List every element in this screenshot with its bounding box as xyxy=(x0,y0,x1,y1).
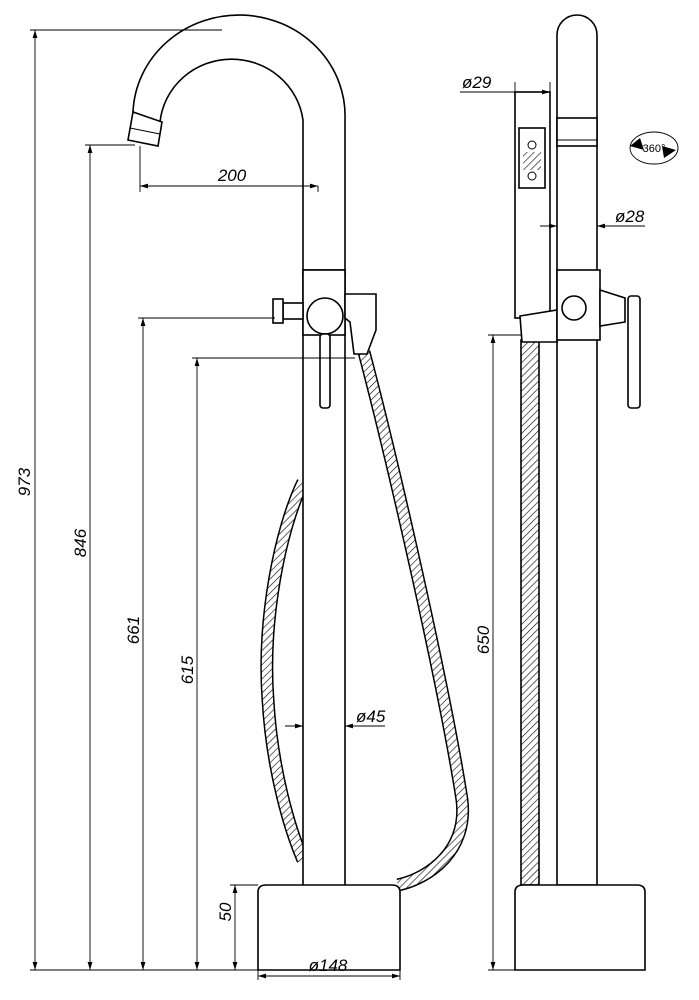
spout xyxy=(132,14,346,276)
dim-pole-diameter: ø45 xyxy=(356,707,386,726)
dim-side-pole-diameter: ø28 xyxy=(615,207,645,226)
side-pole xyxy=(556,14,598,886)
side-hose xyxy=(520,339,540,886)
svg-text:360°: 360° xyxy=(643,143,666,155)
hose-front xyxy=(260,350,470,892)
side-view: ø29 ø28 650 360° xyxy=(460,14,679,971)
dim-spout-reach: 200 xyxy=(217,166,247,185)
lever xyxy=(319,333,331,409)
holder xyxy=(519,309,558,343)
diverter xyxy=(344,293,377,355)
dim-handshower-diameter: ø29 xyxy=(462,73,492,92)
dim-diverter-height: 615 xyxy=(178,655,197,684)
dim-valve-height: 661 xyxy=(124,616,143,644)
dim-base-diameter: ø148 xyxy=(309,956,348,975)
handshower xyxy=(514,91,551,319)
handle-cap xyxy=(306,297,344,335)
dim-base-height: 50 xyxy=(216,902,235,921)
front-view: 973 846 661 615 50 200 ø45 ø148 xyxy=(15,14,470,980)
dim-total-height: 973 xyxy=(15,467,34,496)
dim-holder-height: 650 xyxy=(474,625,493,654)
side-base xyxy=(514,884,646,971)
base xyxy=(257,884,401,971)
spout-nozzle xyxy=(127,110,163,147)
side-knob xyxy=(282,302,304,320)
rotation-360-icon: 360° xyxy=(629,131,679,165)
dim-spout-height: 846 xyxy=(71,528,90,557)
side-lever xyxy=(627,295,641,409)
